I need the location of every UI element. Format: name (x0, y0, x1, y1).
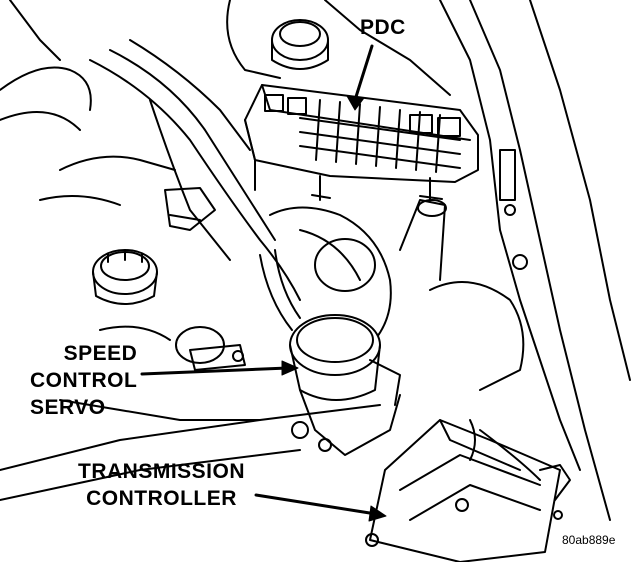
transmission-controller-module (366, 420, 570, 562)
wiring-harness (40, 40, 300, 300)
servo-arrowhead (282, 361, 298, 375)
leader-arrows (142, 46, 386, 521)
controller-arrowhead (369, 506, 386, 521)
figure-id: 80ab889e (562, 533, 616, 547)
pdc-label: PDC (360, 16, 406, 39)
body-panels (0, 0, 630, 520)
transmission-controller-label-line-2: CONTROLLER (86, 487, 237, 510)
speed-control-servo-label: SPEED CONTROL SERVO (30, 340, 137, 421)
servo-leader (142, 368, 288, 374)
controller-leader (256, 495, 376, 514)
pdc-arrowhead (347, 96, 364, 110)
transmission-controller-label: TRANSMISSION CONTROLLER (78, 458, 245, 512)
transmission-controller-label-line-1: TRANSMISSION (78, 460, 246, 483)
throttle-body (270, 150, 527, 390)
speed-control-servo (190, 250, 400, 455)
pdc-leader (355, 46, 372, 100)
speed-control-servo-label-line-2: CONTROL (30, 369, 138, 392)
reservoir-cap-top (227, 0, 450, 95)
power-distribution-center (245, 85, 478, 200)
fill-cap-left (93, 250, 157, 304)
speed-control-servo-label-line-1: SPEED (63, 342, 138, 365)
lower-left-hardware (60, 327, 308, 438)
speed-control-servo-label-line-3: SERVO (30, 396, 106, 419)
